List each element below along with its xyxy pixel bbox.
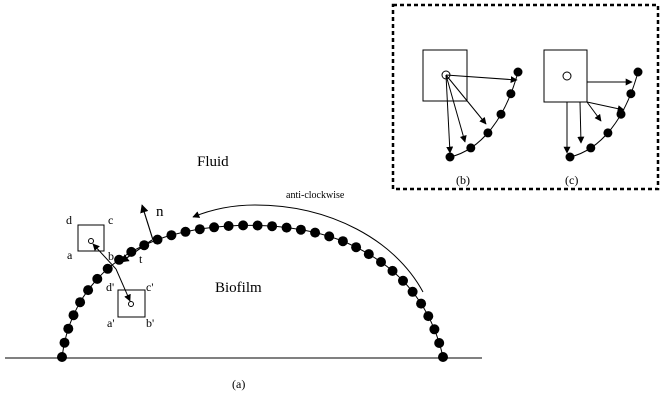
fluid-label: Fluid — [197, 154, 229, 170]
panel-b-grid-cell — [422, 49, 468, 102]
panel-c-point — [586, 143, 596, 153]
anticlockwise-arrow — [192, 204, 424, 293]
normal-label: n — [156, 204, 164, 220]
corner-d-label: d — [66, 213, 72, 227]
panel-b-point — [496, 109, 506, 119]
panel-b: (b) — [422, 49, 523, 187]
panel-c-point — [603, 128, 613, 138]
boundary-point — [267, 221, 278, 232]
boundary-point — [180, 226, 191, 237]
panel-b-arrow-1 — [445, 74, 518, 84]
fluid-grid-cell — [77, 224, 105, 252]
boundary-point — [295, 224, 306, 235]
panel-a-caption: (a) — [232, 377, 245, 391]
boundary-point — [209, 222, 220, 233]
panel-b-arrow-3 — [445, 74, 467, 143]
boundary-point — [102, 263, 113, 274]
corner-c-label: c — [108, 213, 113, 227]
corner-a-prime-label: a' — [107, 316, 115, 330]
panel-a: anti-clockwise Fluid Biofilm n t d c a b… — [5, 154, 482, 391]
panel-c-caption: (c) — [565, 173, 578, 187]
panel-c-point — [633, 67, 643, 77]
boundary-point — [252, 220, 263, 231]
boundary-point — [351, 242, 362, 253]
panel-b-arrow-4 — [445, 74, 454, 154]
panel-b-point — [513, 67, 523, 77]
panel-b-points — [445, 67, 523, 162]
boundary-point — [63, 323, 74, 334]
boundary-point — [152, 234, 163, 245]
panel-c: (c) — [543, 49, 643, 187]
boundary-point — [434, 338, 445, 348]
panel-c-arrow-4 — [577, 101, 585, 144]
boundary-point — [75, 297, 86, 308]
tangent-label: t — [139, 252, 143, 266]
boundary-point — [83, 285, 94, 296]
panel-b-point — [445, 152, 455, 162]
boundary-point — [398, 275, 408, 286]
panel-b-caption: (b) — [456, 173, 470, 187]
boundary-point — [376, 257, 386, 267]
anticlockwise-label: anti-clockwise — [286, 190, 345, 201]
interp-arrow-up — [92, 243, 117, 270]
boundary-point — [59, 337, 70, 348]
inset-box — [391, 3, 660, 191]
boundary-point — [223, 221, 234, 231]
boundary-point — [310, 227, 321, 238]
boundary-point — [324, 231, 335, 242]
panel-b-point — [483, 128, 493, 138]
boundary-point — [194, 224, 205, 235]
boundary-point — [416, 298, 427, 309]
corner-b-prime-label: b' — [146, 316, 154, 330]
biofilm-cell-center — [128, 301, 134, 307]
boundary-point — [92, 273, 103, 284]
boundary-point — [114, 254, 125, 265]
boundary-point — [363, 249, 374, 260]
panel-c-point — [565, 152, 575, 162]
boundary-point — [423, 311, 434, 322]
boundary-point — [438, 352, 448, 362]
panel-c-point — [626, 89, 636, 99]
boundary-point — [57, 352, 67, 362]
corner-a-label: a — [67, 248, 73, 262]
corner-b-label: b — [108, 249, 114, 263]
boundary-point — [429, 324, 440, 335]
boundary-point — [281, 222, 292, 233]
fluid-cell-center — [88, 238, 94, 244]
biofilm-grid-cell — [117, 289, 146, 318]
boundary-point — [166, 230, 177, 241]
corner-d-prime-label: d' — [106, 280, 114, 294]
boundary-points — [57, 220, 448, 362]
corner-c-prime-label: c' — [146, 280, 154, 294]
panel-c-points — [565, 67, 643, 162]
panel-b-point — [466, 143, 476, 153]
boundary-point — [337, 236, 348, 247]
panel-c-grid-cell — [543, 49, 588, 103]
boundary-point — [387, 265, 398, 276]
panel-c-cell-center — [562, 71, 572, 81]
panel-c-point — [616, 109, 626, 119]
normal-vector — [140, 204, 154, 241]
boundary-point — [68, 310, 79, 321]
panel-b-point — [506, 89, 516, 99]
panel-c-arrow-2 — [586, 101, 625, 113]
panel-c-arrow-3 — [586, 101, 602, 122]
tangent-vector — [120, 239, 153, 263]
panel-b-curve — [449, 71, 519, 158]
boundary-point — [407, 286, 418, 297]
interp-arrow-down — [115, 268, 131, 302]
biofilm-label: Biofilm — [215, 280, 262, 296]
panel-b-arrow-2 — [445, 74, 487, 125]
boundary-point — [238, 220, 249, 231]
